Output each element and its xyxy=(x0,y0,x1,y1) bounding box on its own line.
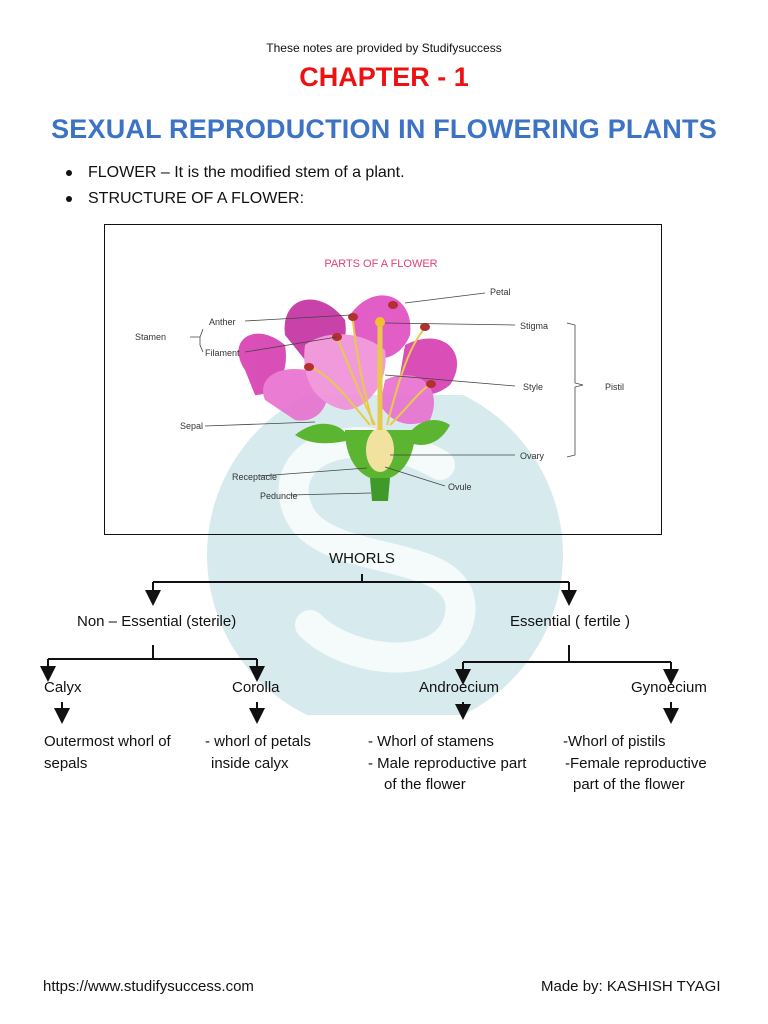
flower-diagram-frame: PARTS OF A FLOWER xyxy=(104,224,662,535)
calyx-node: Calyx xyxy=(44,679,82,696)
label-filament: Filament xyxy=(205,348,240,358)
desc-line: - whorl of petals xyxy=(205,733,311,750)
label-petal: Petal xyxy=(490,287,511,297)
whorls-node: WHORLS xyxy=(329,550,395,567)
page-title: SEXUAL REPRODUCTION IN FLOWERING PLANTS xyxy=(51,114,717,144)
androecium-description: - Whorl of stamens - Male reproductive p… xyxy=(368,731,526,795)
filaments xyxy=(309,319,431,426)
gynoecium-node: Gynoecium xyxy=(631,679,707,696)
header-note: These notes are provided by Studifysucce… xyxy=(266,41,502,55)
flower-diagram: PARTS OF A FLOWER xyxy=(135,258,624,501)
chapter-heading: CHAPTER - 1 xyxy=(299,62,469,92)
stigma xyxy=(375,317,385,327)
desc-line: - Whorl of stamens xyxy=(368,733,494,750)
desc-line: -Whorl of pistils xyxy=(563,733,666,750)
peduncle xyxy=(370,478,390,501)
label-style: Style xyxy=(523,382,543,392)
corolla-description: - whorl of petals inside calyx xyxy=(205,731,311,775)
footer-author: Made by: KASHISH TYAGI xyxy=(541,978,721,995)
gynoecium-description: -Whorl of pistils -Female reproductive p… xyxy=(563,731,707,795)
label-ovule: Ovule xyxy=(448,482,472,492)
anthers xyxy=(304,301,436,388)
bullet-text: STRUCTURE OF A FLOWER: xyxy=(88,190,305,207)
footer-url: https://www.studifysuccess.com xyxy=(43,978,254,995)
leader-lines xyxy=(190,292,584,496)
label-anther: Anther xyxy=(209,317,236,327)
desc-line: part of the flower xyxy=(573,776,685,793)
desc-line: Outermost whorl of xyxy=(44,733,171,750)
label-receptacle: Receptacle xyxy=(232,472,277,482)
bullet-text: FLOWER – It is the modified stem of a pl… xyxy=(88,164,405,181)
studifysuccess-watermark xyxy=(207,395,563,715)
bullet-flower-definition: FLOWER – It is the modified stem of a pl… xyxy=(66,164,405,182)
label-peduncle: Peduncle xyxy=(260,491,298,501)
desc-line: - Male reproductive part xyxy=(368,755,527,772)
ovule-cluster xyxy=(366,428,394,472)
label-pistil: Pistil xyxy=(605,382,624,392)
label-stigma: Stigma xyxy=(520,321,548,331)
label-stamen: Stamen xyxy=(135,332,166,342)
sepal-right xyxy=(405,420,450,445)
non-essential-node: Non – Essential (sterile) xyxy=(77,613,237,630)
calyx-description: Outermost whorl of sepals xyxy=(44,731,171,775)
corolla-node: Corolla xyxy=(232,679,280,696)
label-sepal: Sepal xyxy=(180,421,203,431)
desc-line: of the flower xyxy=(384,776,466,793)
desc-line: sepals xyxy=(44,755,88,772)
desc-line: inside calyx xyxy=(211,755,289,772)
essential-node: Essential ( fertile ) xyxy=(510,613,631,630)
desc-line: -Female reproductive xyxy=(565,755,707,772)
bullet-structure: STRUCTURE OF A FLOWER: xyxy=(66,190,304,208)
androecium-node: Androecium xyxy=(419,679,500,696)
sepal-left xyxy=(295,423,350,444)
bullet-dot xyxy=(66,169,72,176)
label-ovary: Ovary xyxy=(520,451,545,461)
diagram-title: PARTS OF A FLOWER xyxy=(324,258,437,270)
bullet-dot xyxy=(66,195,72,202)
